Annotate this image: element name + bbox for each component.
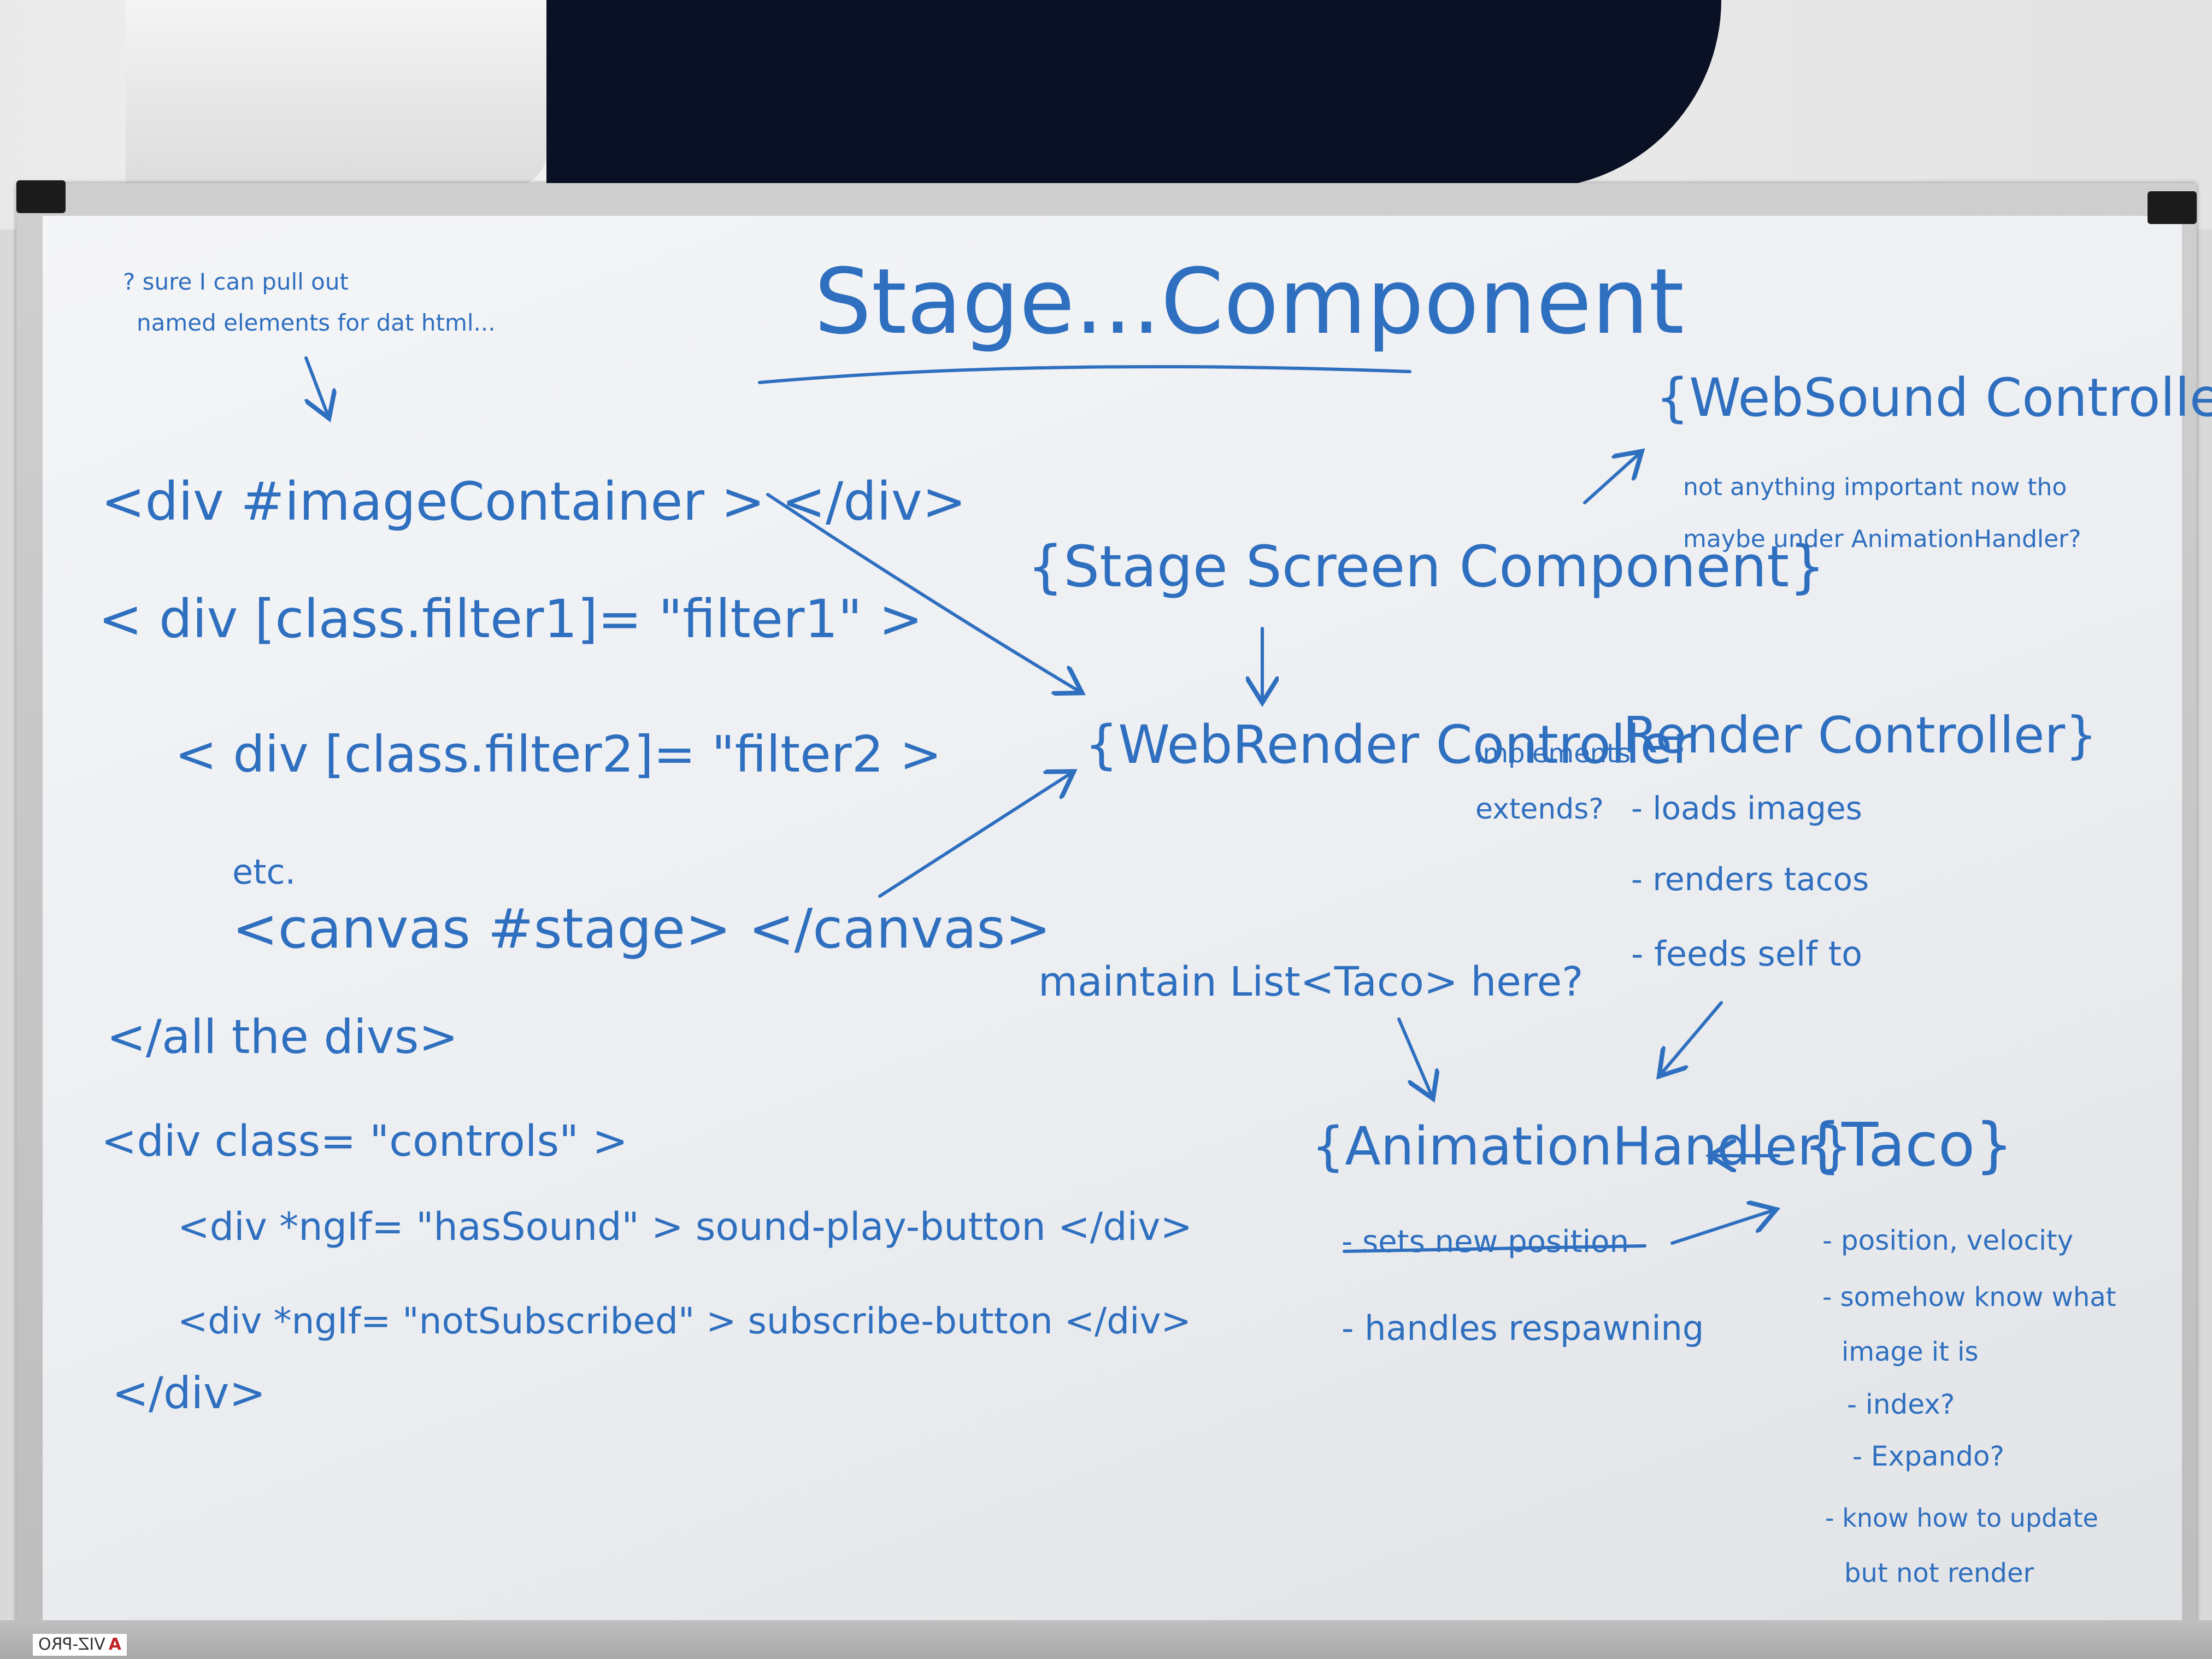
code-canvas: <canvas #stage> </canvas> xyxy=(232,897,1051,961)
webrender-controller: {WebRender Controller xyxy=(1085,714,1694,775)
maintain-note: maintain List<Taco> here? xyxy=(1038,958,1584,1005)
dark-jacket xyxy=(546,0,1721,189)
frame-corner-top-left xyxy=(16,180,66,213)
code-image-container: <div #imageContainer > </div> xyxy=(101,471,967,532)
feeds-arrow xyxy=(1661,1001,1723,1074)
websound-note-2: maybe under AnimationHandler? xyxy=(1683,525,2081,553)
brand-text: VIZ-PRO xyxy=(38,1635,105,1654)
handler-to-taco-arrow xyxy=(1670,1210,1773,1245)
taco-bullet-position: - position, velocity xyxy=(1822,1225,2074,1256)
title-underline xyxy=(758,365,1411,384)
taco-bullet-image: image it is xyxy=(1842,1337,1979,1367)
code-controls: <div class= "controls" > xyxy=(101,1117,628,1166)
stage-screen-component: {Stage Screen Component} xyxy=(1027,533,1826,600)
marker-tray xyxy=(0,1620,2212,1659)
code-close-all: </all the divs> xyxy=(107,1010,458,1064)
page-title: Stage...Component xyxy=(814,249,1685,354)
render-bullet-feeds: - feeds self to xyxy=(1631,934,1863,974)
render-bullet-loads: - loads images xyxy=(1631,790,1862,827)
taco-bullet-know: - know how to update xyxy=(1825,1503,2098,1533)
canvas-arrow xyxy=(878,773,1071,898)
code-close-div: </div> xyxy=(112,1368,266,1419)
strike-line xyxy=(1343,1244,1646,1253)
websound-note-1: not anything important now tho xyxy=(1683,473,2067,501)
websound-arrow xyxy=(1583,454,1639,504)
maintain-arrow xyxy=(1397,1017,1432,1096)
code-subscribe-button: <div *ngIf= "notSubscribed" > subscribe-… xyxy=(178,1300,1191,1342)
code-sound-button: <div *ngIf= "hasSound" > sound-play-butt… xyxy=(178,1204,1193,1249)
render-controller: Render Controller} xyxy=(1623,706,2097,764)
note-line-1: ? sure I can pull out xyxy=(123,268,349,295)
taco-bullet-somehow: - somehow know what xyxy=(1822,1282,2116,1313)
code-div-filter1: < div [class.filter1]= "filter1" > xyxy=(98,589,923,650)
note-line-2: named elements for dat html... xyxy=(137,309,496,336)
code-etc: etc. xyxy=(232,852,296,892)
animation-handler: {AnimationHandler} xyxy=(1311,1116,1852,1177)
taco-bullet-not-render: but not render xyxy=(1844,1558,2034,1589)
whiteboard-surface xyxy=(43,216,2182,1620)
websound-controller: {WebSound Controller} xyxy=(1656,367,2212,428)
taco-box: {Taco} xyxy=(1803,1110,2014,1180)
render-bullet-renders: - renders tacos xyxy=(1631,861,1869,898)
animation-bullet-handles: - handles respawning xyxy=(1342,1308,1704,1348)
frame-corner-top-right xyxy=(2148,191,2197,224)
shirt-sleeve xyxy=(126,0,546,186)
animation-bullet-struck: - sets new position xyxy=(1342,1224,1629,1260)
extends-label: extends? xyxy=(1475,793,1604,826)
taco-bullet-expando: - Expando? xyxy=(1852,1440,2005,1472)
code-div-filter2: < div [class.filter2]= "filter2 > xyxy=(175,725,942,784)
note-down-arrow xyxy=(304,356,328,415)
taco-bullet-index: - index? xyxy=(1847,1389,1955,1420)
brand-logo-icon: A xyxy=(108,1635,121,1654)
brand-label: AVIZ-PRO xyxy=(33,1634,127,1656)
implements-label: implements xyxy=(1475,738,1631,769)
image-container-arrow xyxy=(766,493,1079,691)
